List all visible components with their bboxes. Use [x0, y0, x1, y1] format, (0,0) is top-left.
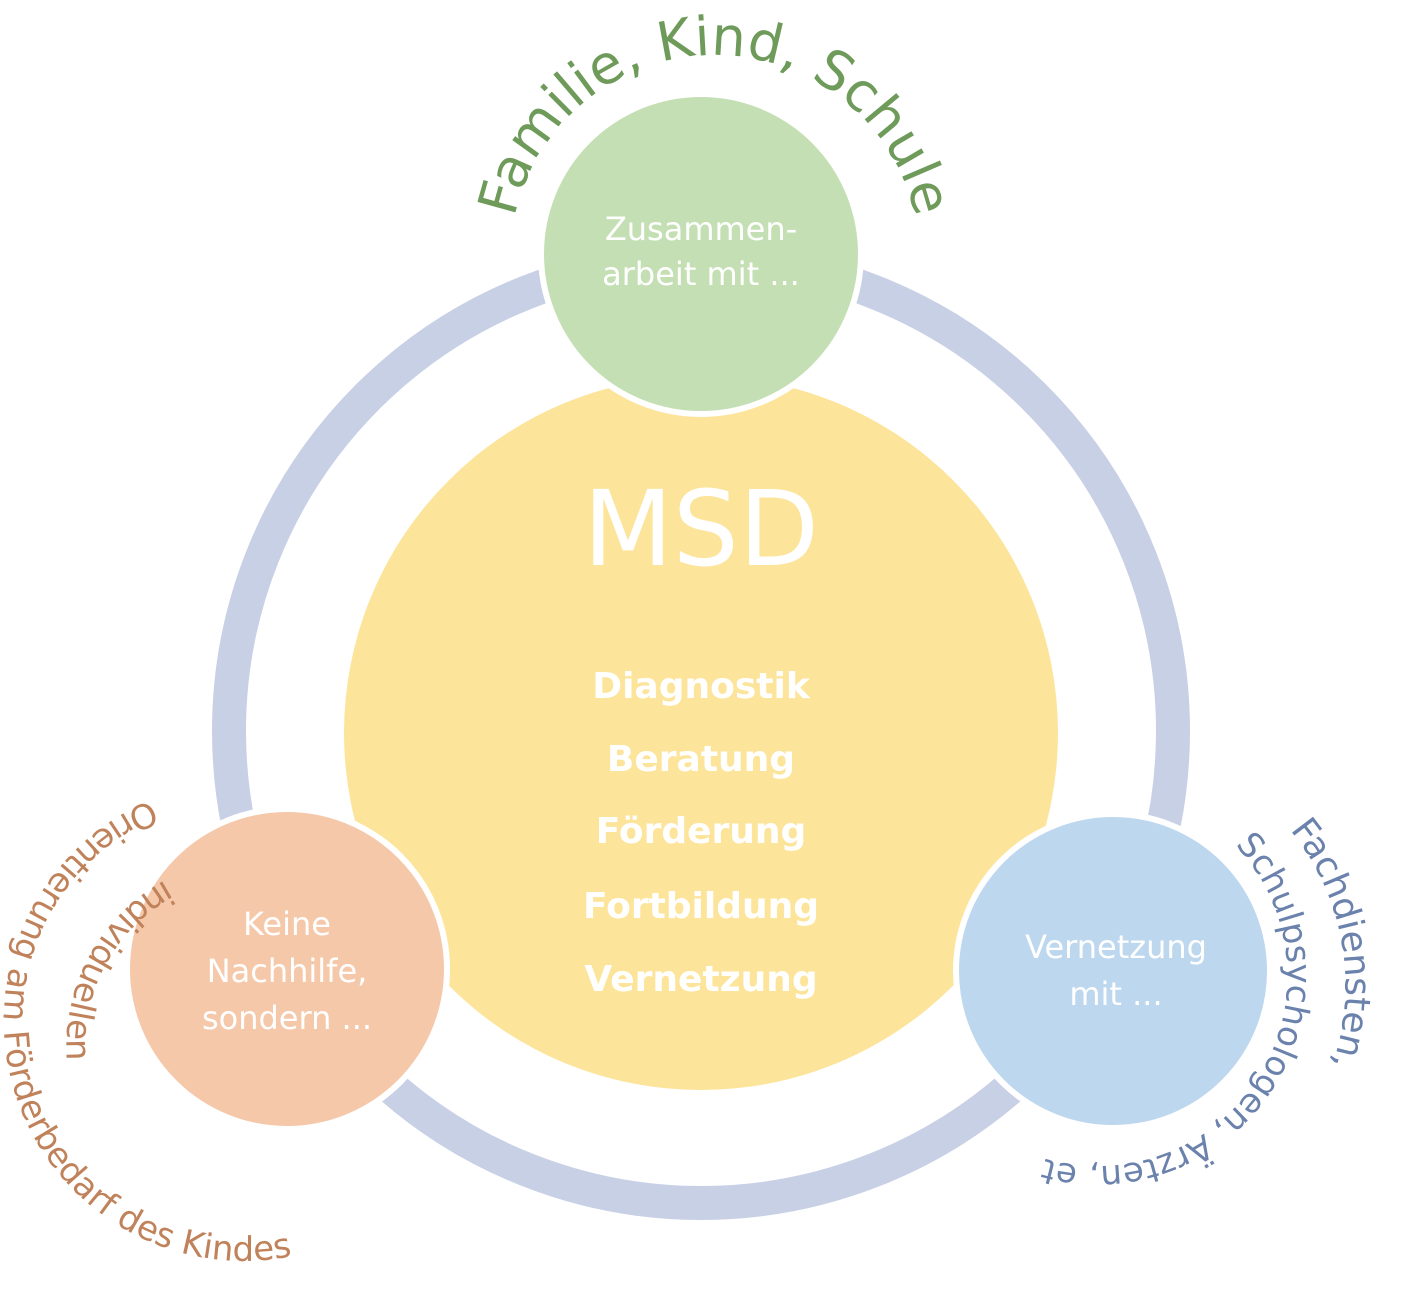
- task-fortbildung: Fortbildung: [583, 886, 819, 927]
- left-circle: [124, 806, 450, 1132]
- right-node-line-2: mit ...: [1069, 975, 1162, 1013]
- center-circle: [344, 376, 1058, 1090]
- left-node-line-3: sondern ...: [202, 999, 372, 1037]
- right-node-line-1: Vernetzung: [1025, 928, 1207, 966]
- left-node-line-2: Nachhilfe,: [207, 952, 368, 990]
- left-node-line-1: Keine: [243, 905, 331, 943]
- right-circle: [953, 811, 1273, 1131]
- task-diagnostik: Diagnostik: [592, 666, 811, 707]
- task-foerderung: Förderung: [596, 811, 807, 852]
- task-beratung: Beratung: [607, 739, 795, 780]
- center-title: MSD: [583, 468, 819, 590]
- task-vernetzung: Vernetzung: [584, 959, 817, 1000]
- top-node-line-1: Zusammen-: [605, 210, 797, 248]
- top-node-line-2: arbeit mit ...: [602, 255, 800, 293]
- top-circle: [538, 91, 864, 417]
- center-task-list: Diagnostik Beratung Förderung Fortbildun…: [583, 666, 819, 1000]
